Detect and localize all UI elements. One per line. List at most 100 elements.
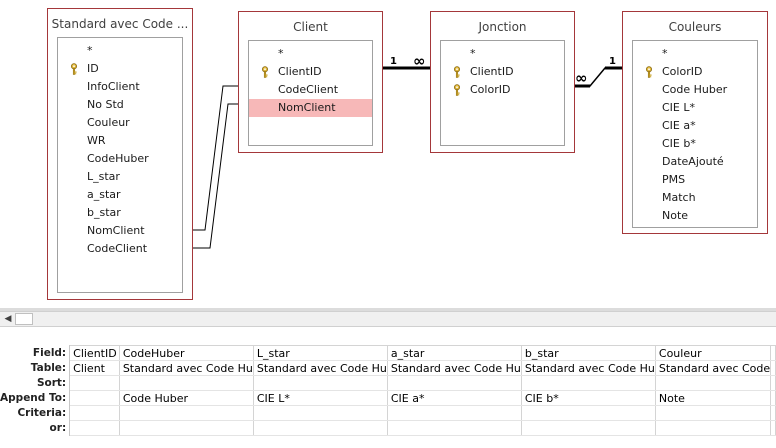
grid-cell[interactable]: CIE L*: [253, 390, 388, 406]
grid-cell[interactable]: Standard avec Code Hu: [119, 360, 254, 376]
field-item[interactable]: *: [633, 45, 757, 63]
grid-cell[interactable]: [253, 375, 388, 391]
join-line-nomclient[interactable]: [190, 85, 238, 231]
grid-cell[interactable]: [770, 360, 776, 376]
grid-cell[interactable]: [770, 405, 776, 421]
grid-cell[interactable]: [770, 375, 776, 391]
field-label: *: [87, 44, 93, 57]
grid-cell[interactable]: L_star: [253, 345, 388, 361]
field-item[interactable]: Couleur: [58, 114, 182, 132]
field-item[interactable]: CIE a*: [633, 117, 757, 135]
join-line-codeclient[interactable]: [190, 103, 238, 249]
grid-cell[interactable]: [387, 405, 522, 421]
grid-cell[interactable]: Standard avec Code Hu: [253, 360, 388, 376]
field-item[interactable]: No Std: [58, 96, 182, 114]
field-item[interactable]: InfoClient: [58, 78, 182, 96]
field-label: Note: [662, 209, 689, 222]
field-item[interactable]: ClientID: [249, 63, 372, 81]
grid-cell[interactable]: [521, 420, 656, 436]
field-item[interactable]: a_star: [58, 186, 182, 204]
grid-cell[interactable]: [119, 405, 254, 421]
field-item[interactable]: ColorID: [633, 63, 757, 81]
horizontal-scrollbar[interactable]: ◀: [0, 311, 776, 327]
grid-cell[interactable]: [119, 420, 254, 436]
field-item[interactable]: *: [58, 42, 182, 60]
field-item[interactable]: ClientID: [441, 63, 564, 81]
grid-cell[interactable]: [770, 420, 776, 436]
grid-cell[interactable]: [69, 405, 120, 421]
field-item[interactable]: CIE L*: [633, 99, 757, 117]
grid-cell[interactable]: [253, 420, 388, 436]
grid-cell[interactable]: [253, 405, 388, 421]
relationship-lines: 1 ∞ ∞ 1: [190, 52, 622, 249]
field-item[interactable]: CodeHuber: [58, 150, 182, 168]
field-label: L_star: [87, 170, 120, 183]
field-label: b_star: [87, 206, 121, 219]
grid-cell[interactable]: Note: [655, 390, 772, 406]
field-item[interactable]: CIE b*: [633, 135, 757, 153]
grid-cell[interactable]: Standard avec Code Hu: [521, 360, 656, 376]
field-item[interactable]: ID: [58, 60, 182, 78]
grid-cell[interactable]: b_star: [521, 345, 656, 361]
grid-cell[interactable]: Standard avec Code: [655, 360, 772, 376]
field-label: *: [662, 47, 668, 60]
table-title: Jonction: [478, 20, 527, 34]
field-item[interactable]: *: [249, 45, 372, 63]
grid-cell[interactable]: CodeHuber: [119, 345, 254, 361]
grid-cell[interactable]: CIE b*: [521, 390, 656, 406]
grid-cell[interactable]: [521, 405, 656, 421]
field-label: ClientID: [278, 65, 322, 78]
grid-cell[interactable]: [655, 375, 772, 391]
grid-cell[interactable]: [119, 375, 254, 391]
field-item[interactable]: PMS: [633, 171, 757, 189]
field-item[interactable]: CodeClient: [249, 81, 372, 99]
grid-cell[interactable]: Client: [69, 360, 120, 376]
field-item[interactable]: NomClient: [249, 99, 372, 117]
field-item[interactable]: DateAjouté: [633, 153, 757, 171]
field-item[interactable]: ColorID: [441, 81, 564, 99]
grid-row-label: Field:: [0, 345, 71, 361]
field-item[interactable]: Match: [633, 189, 757, 207]
scroll-left-arrow-icon[interactable]: ◀: [4, 314, 12, 324]
field-item[interactable]: Code Huber: [633, 81, 757, 99]
grid-cell[interactable]: a_star: [387, 345, 522, 361]
field-item[interactable]: WR: [58, 132, 182, 150]
grid-cell[interactable]: Couleur: [655, 345, 772, 361]
grid-cell[interactable]: [770, 390, 776, 406]
grid-cell[interactable]: [655, 420, 772, 436]
field-item[interactable]: b_star: [58, 204, 182, 222]
grid-cell[interactable]: [69, 375, 120, 391]
grid-cell[interactable]: [655, 405, 772, 421]
grid-cell[interactable]: [521, 375, 656, 391]
grid-row-or: or:: [0, 420, 776, 436]
grid-cell[interactable]: [770, 345, 776, 361]
field-item[interactable]: Note: [633, 207, 757, 225]
field-item[interactable]: *: [441, 45, 564, 63]
grid-row-sort: Sort:: [0, 375, 776, 391]
field-item[interactable]: NomClient: [58, 222, 182, 240]
grid-cell[interactable]: Standard avec Code Hu: [387, 360, 522, 376]
grid-cell[interactable]: [387, 420, 522, 436]
grid-cell[interactable]: Code Huber: [119, 390, 254, 406]
field-item[interactable]: L_star: [58, 168, 182, 186]
grid-cell[interactable]: CIE a*: [387, 390, 522, 406]
grid-cell[interactable]: [69, 390, 120, 406]
field-label: Code Huber: [662, 83, 728, 96]
grid-cell[interactable]: [69, 420, 120, 436]
scrollbar-thumb[interactable]: [15, 313, 33, 325]
grid-cell[interactable]: [387, 375, 522, 391]
pane-splitter[interactable]: [0, 308, 776, 311]
field-item[interactable]: CodeClient: [58, 240, 182, 258]
grid-cell[interactable]: ClientID: [69, 345, 120, 361]
